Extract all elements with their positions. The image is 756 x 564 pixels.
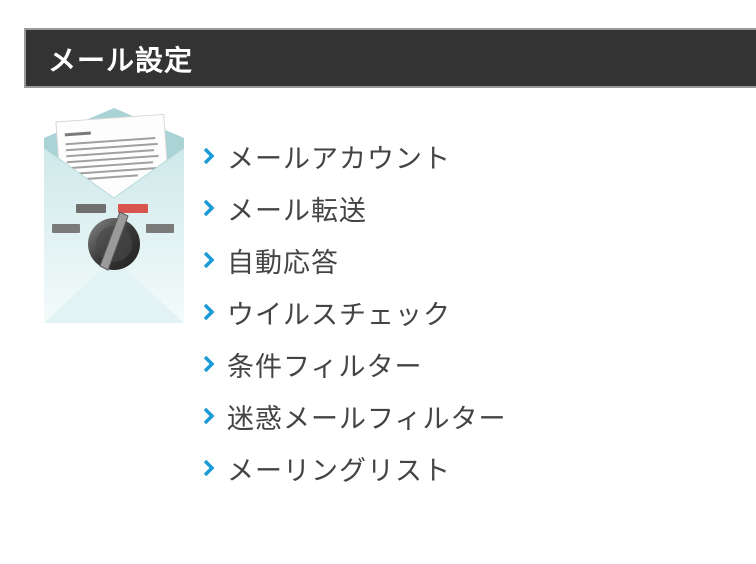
chevron-right-icon [203,459,215,477]
mail-settings-menu: メールアカウント メール転送 自動応答 ウイルスチェック 条件フィルター 迷惑メ… [200,130,506,494]
chevron-right-icon [203,303,215,321]
mail-envelope-settings-icon [43,108,185,328]
menu-item-label: 条件フィルター [227,351,423,383]
menu-item-auto-reply[interactable]: 自動応答 [200,234,506,286]
menu-item-mail-account[interactable]: メールアカウント [200,130,506,182]
menu-item-label: メーリングリスト [227,455,451,487]
page-title: メール設定 [48,44,194,77]
menu-item-condition-filter[interactable]: 条件フィルター [200,338,506,390]
menu-item-spam-filter[interactable]: 迷惑メールフィルター [200,390,506,442]
menu-item-label: メール転送 [227,195,367,227]
section-header: メール設定 [24,28,756,88]
menu-item-label: 迷惑メールフィルター [227,403,507,435]
menu-item-label: ウイルスチェック [227,299,451,331]
chevron-right-icon [203,407,215,425]
chevron-right-icon [203,355,215,373]
menu-item-virus-check[interactable]: ウイルスチェック [200,286,506,338]
chevron-right-icon [203,147,215,165]
menu-item-label: 自動応答 [227,247,339,279]
chevron-right-icon [203,251,215,269]
menu-item-mailing-list[interactable]: メーリングリスト [200,442,506,494]
menu-item-label: メールアカウント [227,143,451,175]
menu-item-mail-forwarding[interactable]: メール転送 [200,182,506,234]
chevron-right-icon [203,199,215,217]
